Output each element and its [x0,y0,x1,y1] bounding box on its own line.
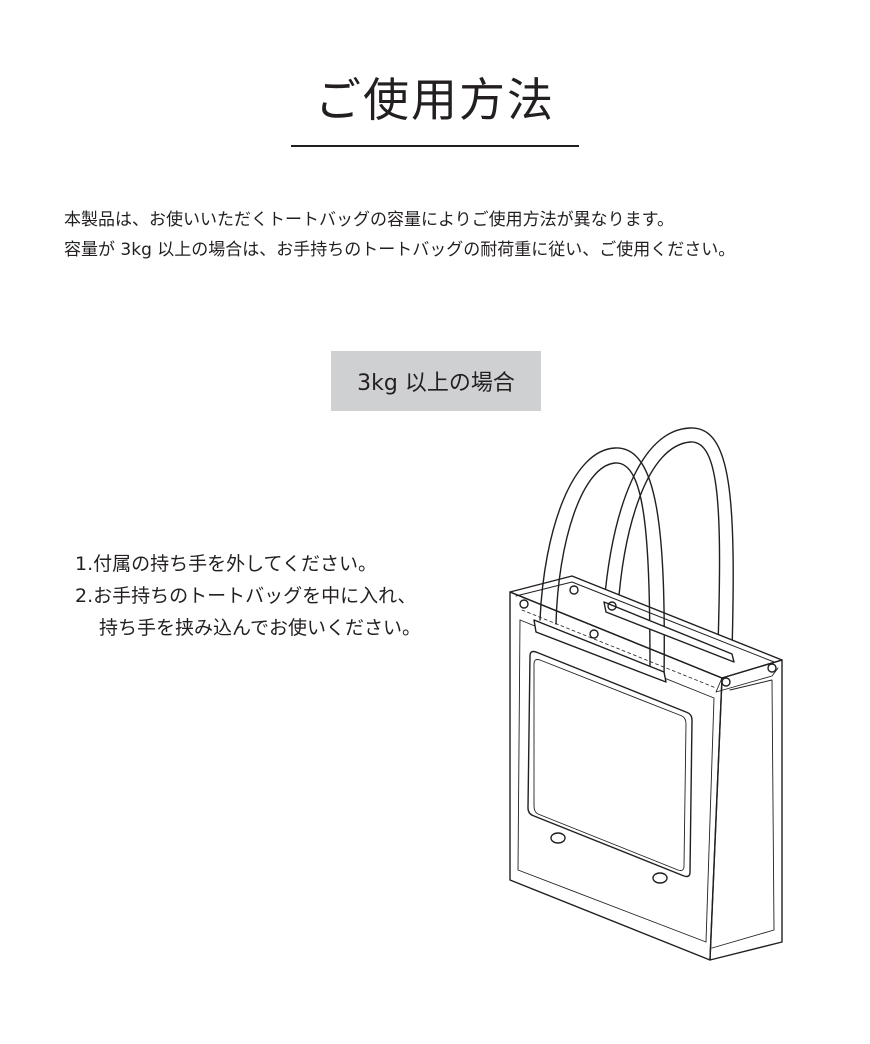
bag-foot-right [652,872,668,884]
intro-line-1: 本製品は、お使いいただくトートバッグの容量によりご使用方法が異なります。 [64,210,674,230]
title-underline [291,145,579,147]
weight-condition-text: 3kg 以上の場合 [357,371,515,396]
front-clamp-bar [533,619,667,683]
bag-side-face [709,659,783,961]
back-handle [603,427,734,653]
back-clamp-bar [603,601,735,663]
clear-tote-bag-illustration [500,420,783,961]
page-title: ご使用方法 [315,73,555,127]
intro-line-2: 容量が 3kg 以上の場合は、お手持ちのトートバッグの耐荷重に従い、ご使用くださ… [64,240,736,260]
step-1: 1.付属の持ち手を外してください。 [75,553,377,575]
weight-condition-label: 3kg 以上の場合 [331,351,541,411]
front-handle [539,447,665,681]
instruction-steps: 1.付属の持ち手を外してください。 2.お手持ちのトートバッグを中に入れ、 持ち… [75,548,495,644]
bag-inner-rim [515,581,775,663]
step-2-line-1: 2.お手持ちのトートバッグを中に入れ、 [75,585,417,607]
intro-text: 本製品は、お使いいただくトートバッグの容量によりご使用方法が異なります。 容量が… [64,205,854,265]
bag-display-window [500,420,501,421]
step-2-line-2: 持ち手を挟み込んでお使いください。 [99,617,422,639]
bag-foot-left [550,832,566,844]
rivets [519,585,777,687]
